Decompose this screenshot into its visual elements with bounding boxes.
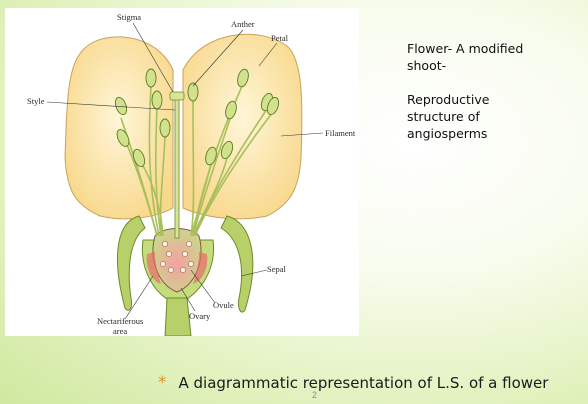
style-shape	[174, 97, 180, 239]
label-anther: Anther	[231, 19, 255, 29]
petal-shape-right	[182, 33, 303, 220]
label-nectariferous-area: area	[113, 326, 127, 336]
bullet-icon: *	[158, 373, 167, 393]
ovules	[160, 241, 194, 273]
flower-diagram-panel: Stigma Anther Petal Style Filament Sepal…	[5, 8, 359, 336]
label-filament: Filament	[325, 128, 356, 138]
label-style: Style	[27, 96, 45, 106]
sepal-shape-left	[116, 215, 146, 311]
label-ovary: Ovary	[189, 311, 211, 321]
slide-caption: * A diagrammatic representation of L.S. o…	[158, 373, 583, 393]
slide-number: 2	[312, 390, 318, 400]
anthers	[114, 68, 280, 168]
caption-text: A diagrammatic representation of L.S. of…	[178, 374, 549, 392]
label-stigma: Stigma	[117, 12, 141, 22]
label-petal: Petal	[271, 33, 289, 43]
flower-diagram: Stigma Anther Petal Style Filament Sepal…	[27, 12, 356, 336]
nectary-right	[193, 252, 208, 284]
stigma-shape	[169, 91, 185, 101]
label-nectariferous: Nectariferous	[97, 316, 143, 326]
petal-shape-left	[64, 36, 174, 220]
label-sepal: Sepal	[267, 264, 287, 274]
pedicel-shape	[164, 297, 192, 336]
nectary-left	[146, 252, 161, 284]
sepal-shape-right	[220, 215, 254, 313]
side-text-line-1: Flower- A modified shoot-	[407, 41, 524, 73]
side-text-line-2: Reproductive structure of angiosperms	[407, 92, 490, 141]
leader-lines	[46, 22, 324, 320]
side-text-block: Flower- A modified shoot- Reproductive s…	[407, 40, 577, 159]
label-ovule: Ovule	[213, 300, 234, 310]
